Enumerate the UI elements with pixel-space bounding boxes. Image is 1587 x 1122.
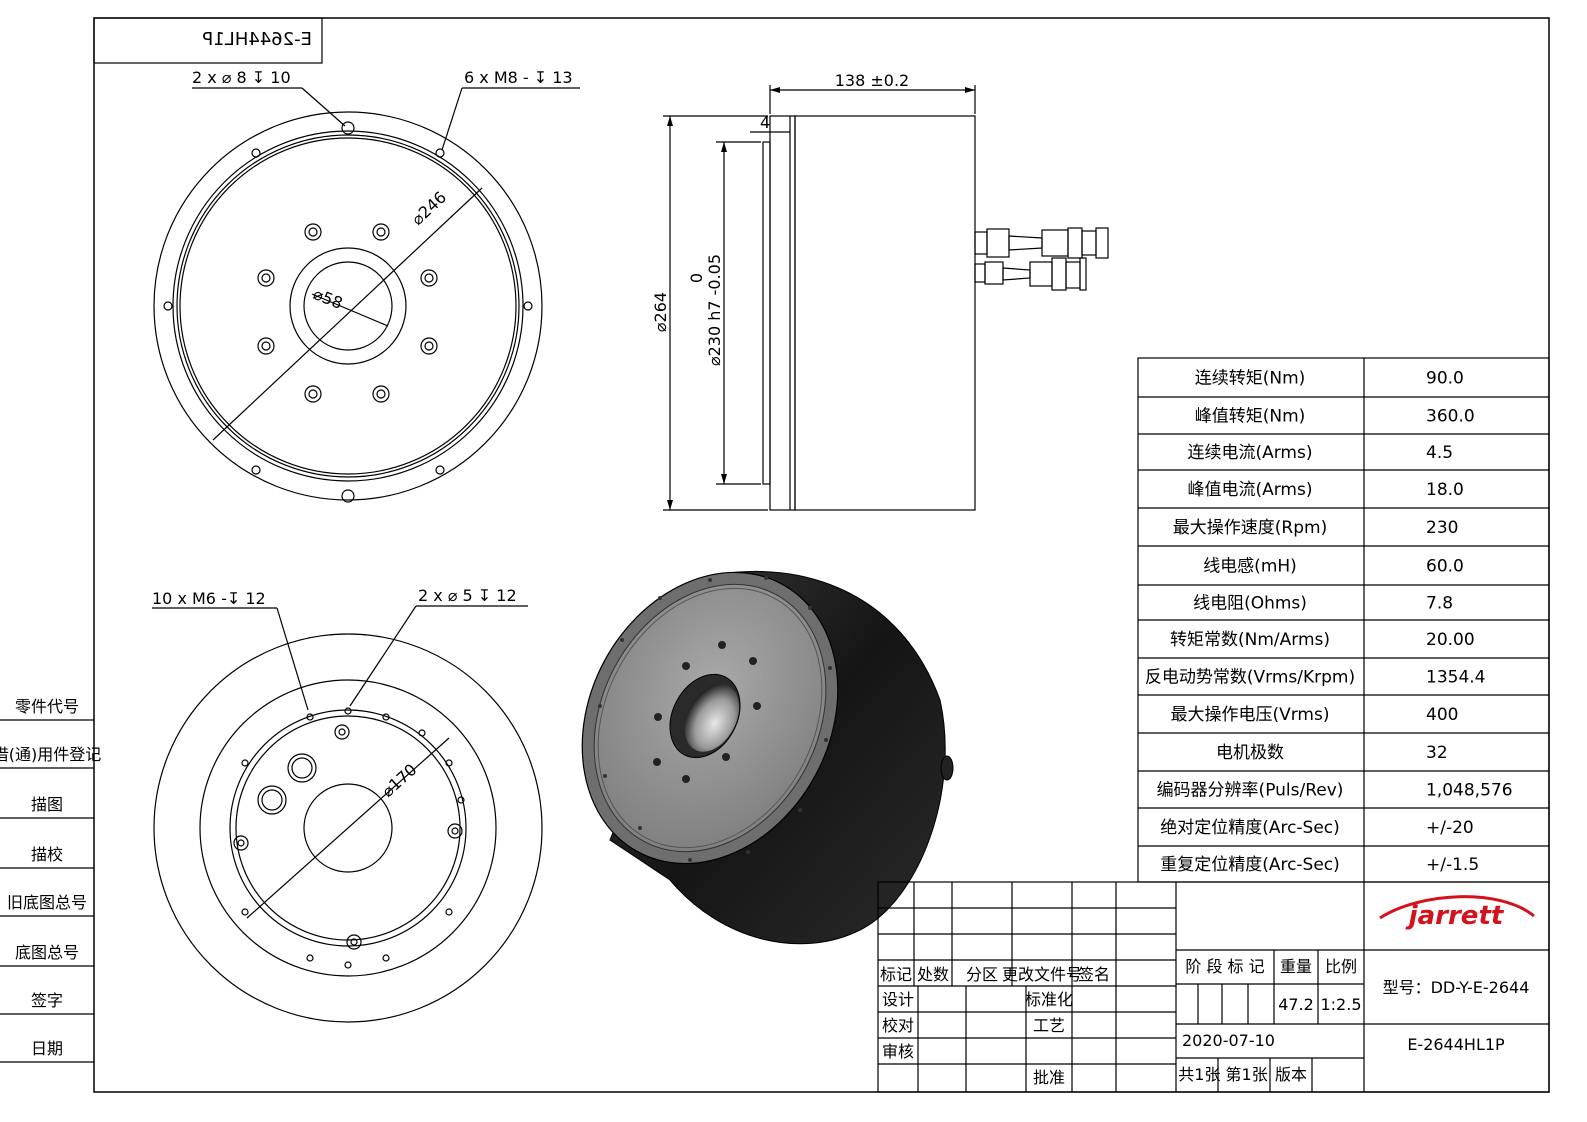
spec-label: 连续转矩(Nm) <box>1195 369 1306 389</box>
spec-label: 峰值转矩(Nm) <box>1195 407 1306 427</box>
tb-review: 审核 <box>882 1042 914 1061</box>
tb-weight-label: 重量 <box>1280 957 1312 976</box>
strip-borrow-register: 借(通)用件登记 <box>0 745 101 764</box>
tb-design: 设计 <box>882 990 914 1009</box>
tb-marks: 标记 <box>880 965 912 984</box>
spec-value: 360.0 <box>1426 407 1475 427</box>
mirrored-id-box <box>93 17 323 64</box>
brand-logo-swoosh <box>1379 895 1535 920</box>
strip-signature: 签字 <box>31 991 63 1010</box>
spec-label: 峰值电流(Arms) <box>1187 480 1312 500</box>
spec-label: 电机极数 <box>1216 743 1284 763</box>
tb-weight: 47.2 <box>1278 995 1314 1014</box>
spec-table: 连续转矩(Nm) 90.0 峰值转矩(Nm) 360.0 连续电流(Arms) 4.5 峰值… <box>1137 357 1550 883</box>
spec-label: 线电阻(Ohms) <box>1193 594 1307 614</box>
tb-scale: 1:2.5 <box>1320 995 1361 1014</box>
spec-value: +/-20 <box>1426 818 1474 838</box>
strip-trace: 描图 <box>31 795 63 814</box>
tb-sign: 签名 <box>1078 965 1110 984</box>
tb-approve: 批准 <box>1033 1068 1065 1087</box>
spec-value: 230 <box>1426 518 1458 538</box>
strip-trace-check: 描校 <box>31 845 63 864</box>
side-dia-230: ⌀230 h7 -0.05 <box>705 254 724 366</box>
tb-standardize: 标准化 <box>1025 990 1073 1009</box>
spec-label: 转矩常数(Nm/Arms) <box>1170 630 1330 650</box>
spec-label: 最大操作电压(Vrms) <box>1170 705 1329 725</box>
top-dia-246: ⌀246 <box>408 188 450 229</box>
spec-value: 90.0 <box>1426 369 1464 389</box>
tb-date: 2020-07-10 <box>1182 1031 1275 1050</box>
bottom-callout-2x5: 2 x ⌀ 5 ↧ 12 <box>418 586 517 605</box>
spec-value: 7.8 <box>1426 594 1453 614</box>
spec-value: 32 <box>1426 743 1448 763</box>
tb-model: 型号：DD-Y-E-2644 <box>1383 978 1530 997</box>
spec-label: 重复定位精度(Arc-Sec) <box>1160 855 1340 875</box>
spec-value: 20.00 <box>1426 630 1475 650</box>
side-arrows <box>667 87 975 510</box>
top-front-view <box>153 87 580 503</box>
tb-scale-label: 比例 <box>1325 957 1357 976</box>
spec-value: 60.0 <box>1426 557 1464 577</box>
motor-3d-render <box>581 570 954 945</box>
side-length-138: 138 ±0.2 <box>835 71 909 90</box>
left-strip <box>0 719 94 1063</box>
tb-count: 处数 <box>917 965 949 984</box>
top-callout-6xm8: 6 x M8 - ↧ 13 <box>464 68 573 87</box>
side-view <box>663 85 1109 511</box>
title-block-text: 标记 处数 分区 更改文件号 签名 设计 标准化 校对 工艺 审核 批准 阶 段… <box>880 895 1535 1087</box>
side-dia-264: ⌀264 <box>651 292 670 332</box>
side-dia-230-tol: 0 <box>687 273 706 283</box>
tb-stage-mark: 阶 段 标 记 <box>1185 957 1264 976</box>
tb-check: 校对 <box>882 1016 914 1035</box>
title-block-grid <box>877 881 1550 1093</box>
spec-label: 绝对定位精度(Arc-Sec) <box>1160 818 1340 838</box>
spec-value: 1354.4 <box>1426 668 1485 688</box>
tb-sheets: 共1张 第1张 <box>1178 1065 1267 1084</box>
tb-version: 版本 <box>1275 1065 1307 1084</box>
spec-label: 最大操作速度(Rpm) <box>1173 518 1327 538</box>
bottom-callout-10xm6: 10 x M6 -↧ 12 <box>152 589 266 608</box>
strip-old-base-no: 旧底图总号 <box>7 893 87 912</box>
spec-value: 1,048,576 <box>1426 781 1513 801</box>
spec-label: 反电动势常数(Vrms/Krpm) <box>1145 668 1355 688</box>
spec-value: 4.5 <box>1426 443 1453 463</box>
spec-value: 18.0 <box>1426 480 1464 500</box>
strip-date: 日期 <box>31 1039 63 1058</box>
strip-part-code: 零件代号 <box>15 697 79 716</box>
side-flange-4: 4 <box>760 113 770 132</box>
top-callout-2x8: 2 x ⌀ 8 ↧ 10 <box>192 68 291 87</box>
brand-logo: jarrett <box>1405 901 1505 931</box>
tb-drawing-no: E-2644HL1P <box>1407 1035 1505 1054</box>
spec-label: 线电感(mH) <box>1203 557 1297 577</box>
strip-base-no: 底图总号 <box>15 943 79 962</box>
spec-label: 编码器分辨率(Puls/Rev) <box>1157 781 1344 801</box>
top-dia-58: ⌀58 <box>311 284 346 313</box>
tb-process: 工艺 <box>1033 1016 1065 1035</box>
spec-value: +/-1.5 <box>1426 855 1479 875</box>
tb-zone: 分区 <box>966 965 998 984</box>
spec-label: 连续电流(Arms) <box>1187 443 1312 463</box>
mirrored-drawing-id: E-2644HL1P <box>202 29 312 50</box>
tb-docno: 更改文件号 <box>1002 965 1082 984</box>
bottom-rear-view <box>152 605 543 1023</box>
spec-value: 400 <box>1426 705 1458 725</box>
bottom-dia-170: ⌀170 <box>378 760 421 801</box>
